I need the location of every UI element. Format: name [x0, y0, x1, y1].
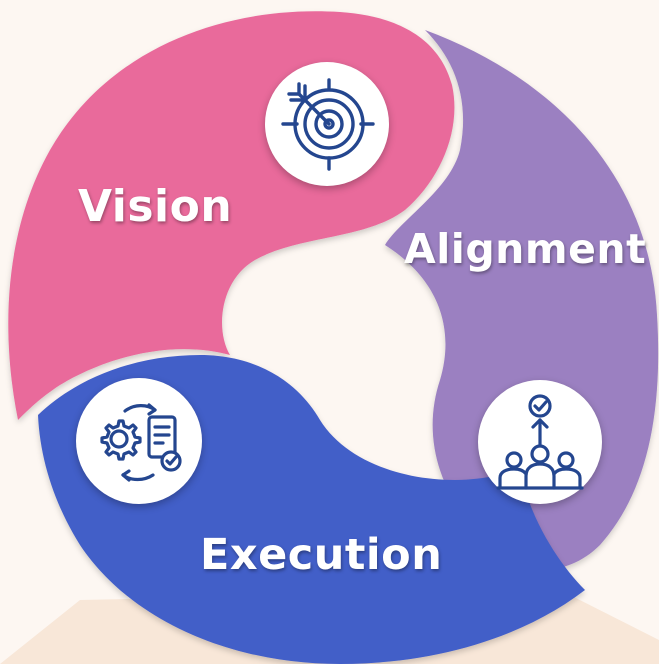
vision-icon-badge: [265, 62, 389, 186]
target-arrow-icon: [281, 78, 375, 171]
alignment-icon-badge: [478, 380, 602, 504]
execution-icon-badge: [76, 378, 202, 504]
team-alignment-icon: [496, 394, 584, 490]
alignment-label: Alignment: [404, 225, 647, 273]
process-gear-checklist-icon: [100, 403, 182, 482]
vision-label: Vision: [78, 181, 233, 232]
execution-label: Execution: [200, 530, 443, 580]
